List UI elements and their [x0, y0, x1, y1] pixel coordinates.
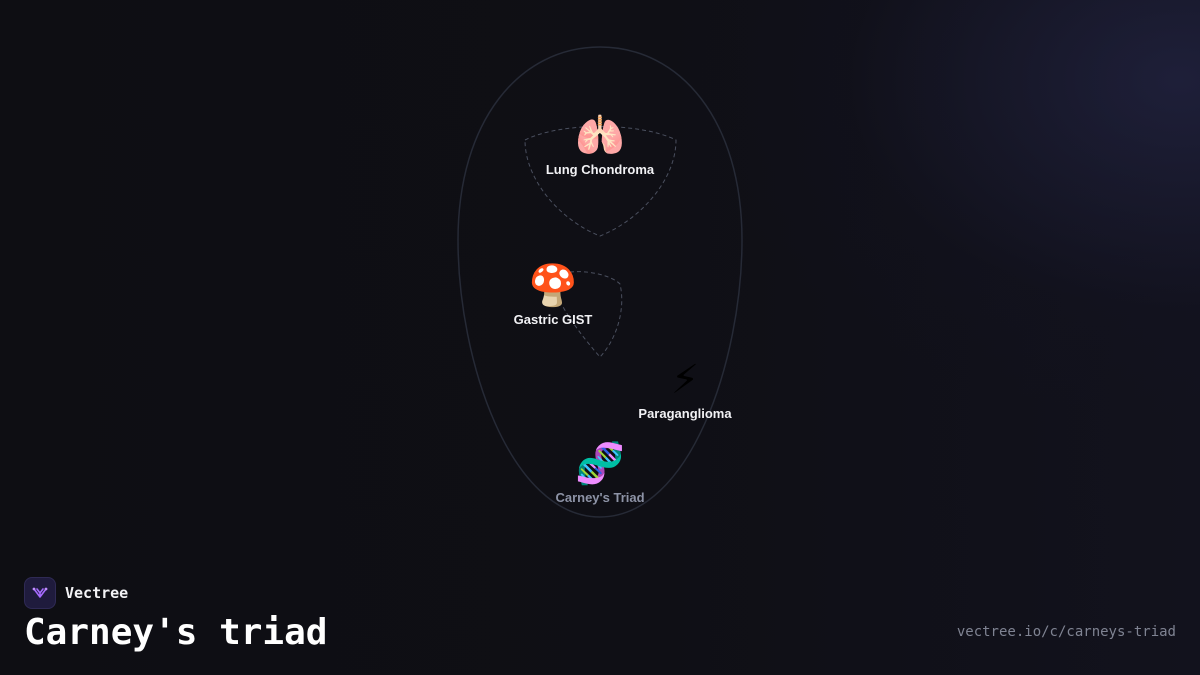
vectree-logo-icon	[24, 577, 56, 609]
node-lung-chondroma[interactable]: 🫁 Lung Chondroma	[546, 112, 654, 177]
lightning-icon: ⚡	[670, 357, 700, 403]
node-label: Paraganglioma	[638, 406, 732, 421]
brand-name: Vectree	[65, 584, 129, 602]
dna-icon: 🧬	[575, 441, 625, 487]
mushroom-icon: 🍄	[528, 263, 578, 309]
brand[interactable]: Vectree	[24, 577, 128, 609]
lungs-icon: 🫁	[575, 113, 625, 159]
node-carneys-triad[interactable]: 🧬 Carney's Triad	[555, 440, 644, 505]
page-url-link[interactable]: vectree.io/c/carneys-triad	[956, 624, 1176, 640]
node-paraganglioma[interactable]: ⚡ Paraganglioma	[638, 356, 731, 421]
node-label: Carney's Triad	[555, 490, 645, 505]
node-label: Lung Chondroma	[545, 162, 655, 177]
node-gastric-gist[interactable]: 🍄 Gastric GIST	[514, 262, 593, 327]
page-title: Carney's triad	[24, 612, 328, 653]
node-label: Gastric GIST	[513, 312, 593, 327]
lung-region	[524, 126, 677, 237]
outer-boundary	[457, 46, 743, 518]
